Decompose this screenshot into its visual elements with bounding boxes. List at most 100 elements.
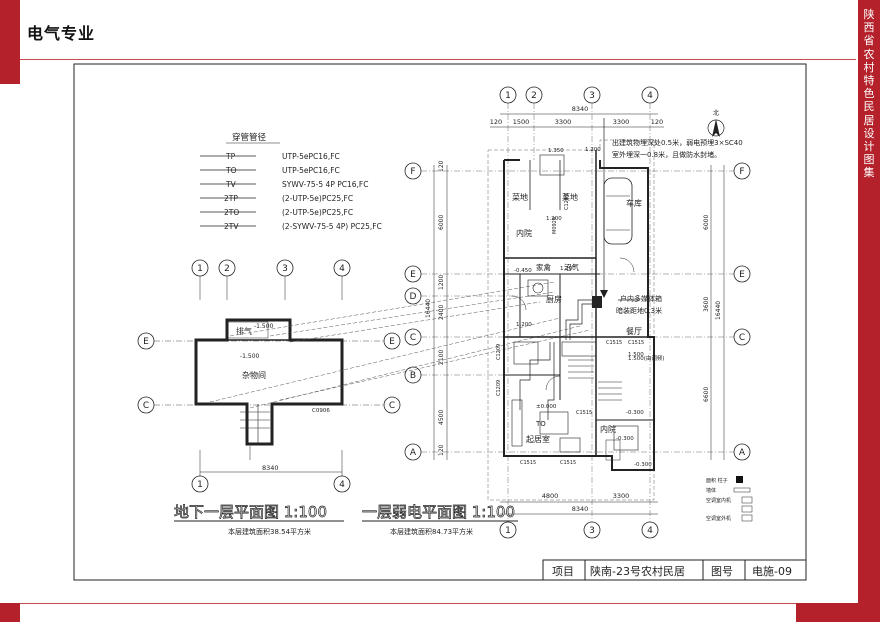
dim-segment: 1500 (513, 118, 530, 126)
window-label: C1209 (564, 194, 570, 210)
axis-bubble: D (410, 292, 417, 302)
axis-bubble: 4 (647, 526, 653, 536)
cable-code: TP (225, 153, 235, 161)
title-block: 项目 陕南-23号农村民居 图号 电施-09 (542, 559, 807, 581)
cable-spec: UTP-5ePC16,FC (282, 152, 340, 161)
axis-bubble: C (739, 333, 745, 343)
axis-bubble: A (410, 448, 417, 458)
cable-legend: 穿管管径 TP TP UTP-5ePC16,FC TO UTP-5ePC16,F… (200, 132, 382, 231)
level-mark: 1.200 (516, 322, 532, 328)
dim-total: 16440 (425, 299, 432, 318)
dim-segment: 3600 (703, 297, 710, 312)
legend-label: 面积 柱子 (706, 477, 728, 484)
room-label: 厨房 (546, 294, 562, 304)
page-header: 电气专业 (0, 0, 880, 84)
basement-plan: 1 2 3 4 E C E C 1 4 (137, 259, 401, 493)
cable-code: TP (225, 152, 236, 161)
project-value: 陕南-23号农村民居 (590, 564, 685, 578)
equipment-note: 户内多媒体箱 (620, 294, 662, 303)
room-label-shaft: 排气 (236, 326, 252, 336)
axis-bubble: 1 (505, 91, 511, 101)
plan-titles: 地下一层平面图 1:100 本层建筑面积38.54平方米 一层弱电平面图 1:1… (174, 503, 518, 536)
dim-segment: 6600 (703, 387, 710, 402)
level-mark: -0.300 (616, 436, 634, 442)
dim-segment: 4800 (542, 492, 559, 500)
level-mark: -0.450 (514, 268, 532, 274)
dim-total: 8340 (572, 105, 589, 113)
level-mark: -1.500 (254, 323, 274, 330)
outlet-label: TO (535, 420, 546, 428)
axis-bubble: 3 (589, 91, 595, 101)
axis-bubble: C (410, 333, 416, 343)
axis-bubble: F (739, 167, 744, 177)
axis-bubble: 1 (197, 264, 203, 274)
window-label: M0924 (552, 217, 558, 234)
window-label: C1515 (576, 410, 592, 416)
cable-legend-row: TO UTP-5ePC16,FC (200, 166, 340, 175)
cable-spec: UTP-5ePC16,FC (282, 166, 340, 175)
legend-label: 墙体 (706, 487, 716, 494)
room-label: 内院 (600, 424, 616, 434)
window-label: C0906 (312, 408, 330, 414)
window-label: C1515 (606, 340, 622, 346)
ground-area: 本层建筑面积84.73平方米 (390, 527, 473, 536)
drawing-number: 电施-09 (752, 565, 792, 578)
dim-segment: 2100 (438, 350, 445, 365)
axis-bubble: C (389, 401, 395, 411)
multimedia-box (592, 296, 602, 308)
axis-bubble: C (143, 401, 149, 411)
window-label: C1209 (496, 380, 502, 396)
side-title: 陕西省农村特色民居设计图集 (863, 8, 875, 180)
cable-spec: (2-UTP-5e)PC25,FC (282, 194, 353, 203)
cable-code: 2TO (224, 208, 239, 217)
cable-code: 2TV (224, 222, 239, 231)
dim-segment: 3300 (555, 118, 572, 126)
dim-total: 16440 (715, 301, 722, 320)
header-divider (20, 59, 856, 60)
room-label: 车库 (626, 198, 642, 208)
dim-segment: 1200 (438, 275, 445, 290)
window-label: C1209 (496, 344, 502, 360)
axis-bubble: 3 (589, 526, 595, 536)
cable-code: 2TP (224, 194, 238, 203)
dim-segment: 3300 (613, 118, 630, 126)
room-label: 菜地 (512, 192, 528, 202)
ground-plan: 1 2 3 4 1 3 4 F E D C B A (404, 86, 751, 539)
room-label: 内院 (516, 228, 532, 238)
axis-bubble: 4 (339, 264, 345, 274)
level-mark: 1.200 (560, 266, 576, 272)
level-mark: 1.200 (546, 216, 562, 222)
room-label: 餐厅 (626, 327, 642, 336)
axis-bubble: E (389, 337, 395, 347)
cable-spec: (2-UTP-5e)PC25,FC (282, 208, 353, 217)
level-mark: -0.300 (634, 462, 652, 468)
routing-note: 室外埋深一0.8米，且做防水封堵。 (612, 150, 721, 159)
drawing-number-label: 图号 (711, 565, 733, 578)
footer-accent-right (796, 603, 880, 622)
cable-code: TO (225, 166, 237, 175)
window-label: C1515 (560, 460, 576, 466)
cable-legend-row: TP TP UTP-5ePC16,FC (200, 152, 340, 161)
dim-segment: 6000 (438, 215, 445, 230)
room-label: 沼气 (564, 262, 579, 272)
basement-area: 本层建筑面积38.54平方米 (228, 527, 311, 536)
cable-legend-row: 2TO (2-UTP-5e)PC25,FC (200, 208, 353, 217)
axis-bubble: B (410, 371, 416, 381)
garage-car (603, 177, 633, 245)
dim-segment: 120 (490, 118, 502, 126)
level-mark: 1.500 (628, 352, 644, 358)
axis-bubble: 2 (531, 91, 537, 101)
level-mark: 1.350 (548, 148, 564, 154)
legend-label: 空调室内机 (706, 497, 731, 504)
dim-segment: 120 (438, 444, 445, 456)
room-label: 起居室 (526, 434, 550, 444)
room-label: 家禽 (536, 262, 551, 272)
axis-bubble: A (739, 448, 746, 458)
dim-segment: 120 (438, 160, 445, 172)
axis-bubble: F (410, 167, 415, 177)
ground-title: 一层弱电平面图 1:100 (362, 503, 515, 521)
axis-bubble: 3 (282, 264, 288, 274)
project-label: 项目 (552, 565, 574, 578)
cable-legend-row: 2TV (2-SYWV-75-5 4P) PC25,FC (200, 222, 382, 231)
